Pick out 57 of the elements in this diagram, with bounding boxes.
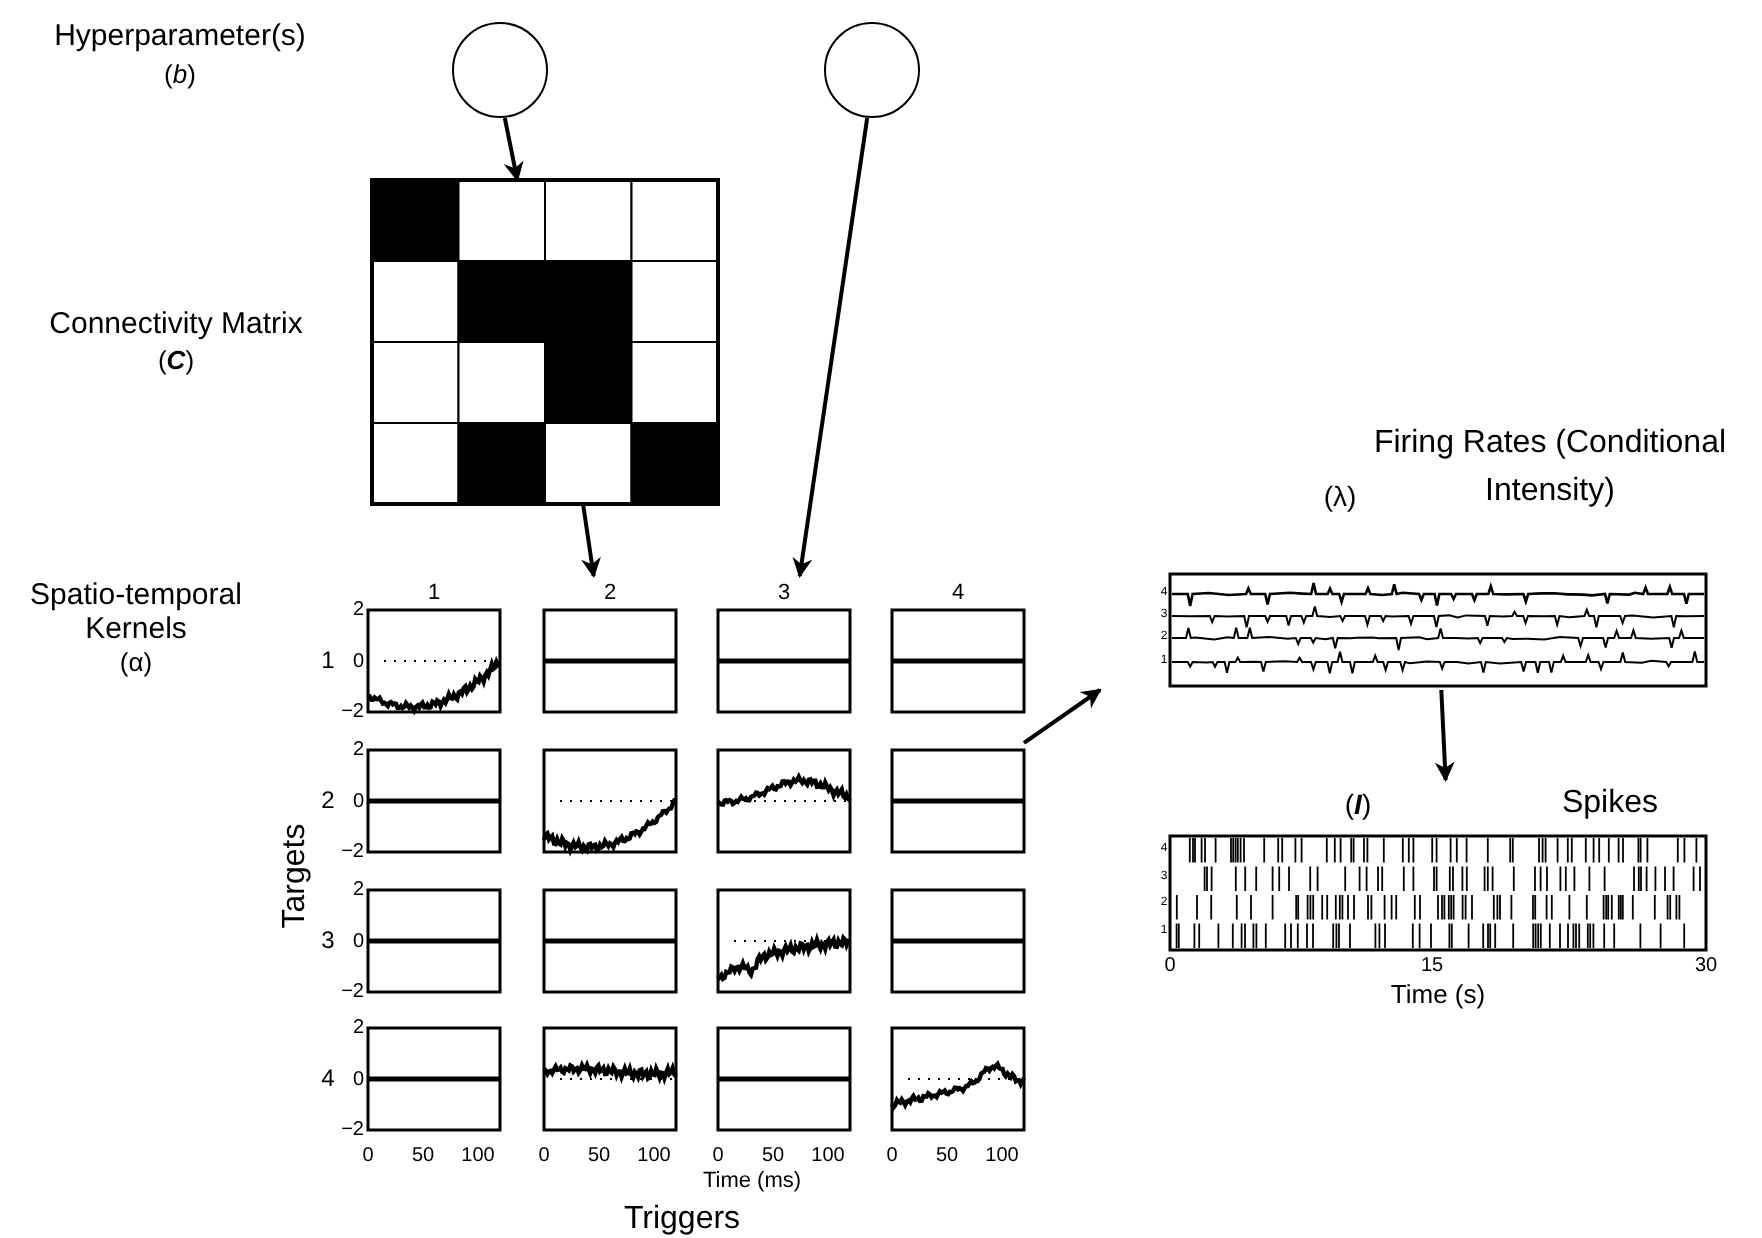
arrow [1022,688,1102,745]
tick-label: 2 [321,787,335,815]
tick-label: 1 [427,581,441,607]
tick-label: 2 [352,1016,364,1040]
tick-label: 2 [352,878,364,902]
tick-label: 0 [1164,954,1176,978]
tick-label: 0 [712,1144,724,1168]
matrix-grid-drawing [372,180,718,504]
tick-label: 2 [352,738,364,762]
text-label: Hyperparameter(s) [54,18,306,54]
text-label: Spatio-temporal Kernels [28,577,244,647]
text-label: (C) [157,347,195,377]
symbol-label: (λ) [1321,478,1359,516]
tick-label: −2 [341,1118,364,1142]
tick-label: 0 [352,1067,364,1091]
tick-label: −2 [341,840,364,864]
tick-label: 4 [321,1065,335,1093]
tick-label: 1 [321,647,335,675]
tick-label: 100 [985,1144,1019,1168]
tick-label: 0 [352,649,364,673]
circle-node [824,22,920,118]
tick-label: 3 [321,927,335,955]
arrow [581,503,601,578]
tick-label: 0 [352,789,364,813]
arrow [792,117,870,578]
text-label: Triggers [623,1201,741,1238]
arrow [1434,689,1455,782]
arrow [502,117,524,182]
tick-label: 50 [587,1144,611,1168]
tick-label: 100 [637,1144,671,1168]
circle-node [452,22,548,118]
tick-label: 30 [1694,954,1718,978]
tick-label: −2 [341,700,364,724]
tick-label: 100 [461,1144,495,1168]
tick-label: 0 [538,1144,550,1168]
plot-heading: Spikes [1559,784,1661,824]
tick-label: 50 [761,1144,785,1168]
tick-label: 15 [1420,954,1444,978]
text-label: Targets [277,823,314,929]
text-label: (b) [164,61,196,91]
tick-label: 2 [603,581,617,607]
tick-label: −2 [341,980,364,1004]
tick-label: 4 [951,581,965,607]
tick-label: 3 [777,581,791,607]
tick-label: 50 [411,1144,435,1168]
tick-label: 2 [352,598,364,622]
symbol-label: (I) [1342,786,1374,824]
plot-heading: Firing Rates (Conditional Intensity) [1371,424,1729,512]
tick-label: 0 [886,1144,898,1168]
text-label: (α) [119,649,153,679]
tick-label: 0 [352,929,364,953]
tick-label: 0 [362,1144,374,1168]
tick-label: 50 [935,1144,959,1168]
text-label: Connectivity Matrix [49,306,303,342]
tick-label: 100 [811,1144,845,1168]
text-label: Time (s) [1390,981,1486,1011]
tick-label: Time (ms) [702,1169,802,1195]
